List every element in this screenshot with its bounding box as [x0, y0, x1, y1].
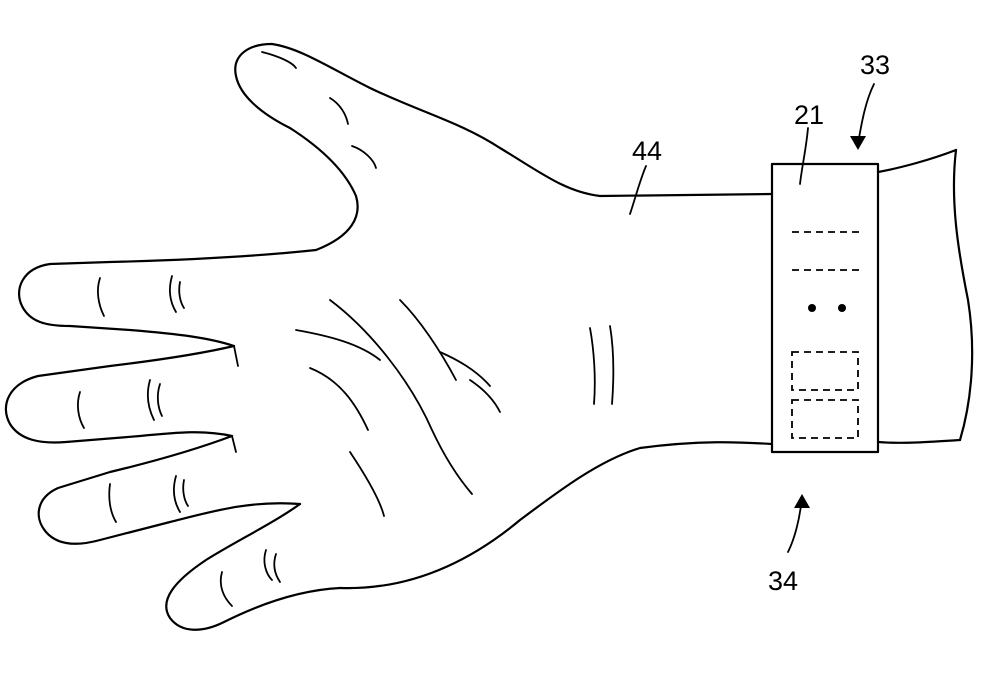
- wristband-body: [770, 162, 880, 454]
- arrow-33: [857, 83, 875, 145]
- dashed-module-box-2: [791, 399, 859, 439]
- label-33: 33: [860, 50, 890, 80]
- label-34: 34: [768, 566, 798, 596]
- arrowhead-33: [850, 136, 866, 150]
- label-44: 44: [632, 136, 662, 166]
- dashed-module-box-1: [791, 351, 859, 391]
- forearm-outline: [876, 148, 974, 444]
- hand-outline: [4, 42, 774, 631]
- indicator-dot-1: [808, 304, 816, 312]
- leader-line-21: [799, 127, 809, 185]
- arrowhead-34: [794, 494, 810, 508]
- leader-lines: [629, 83, 875, 553]
- indicator-dot-2: [838, 304, 846, 312]
- leader-line-44: [629, 165, 647, 215]
- wristband-device: [770, 162, 880, 454]
- label-21: 21: [794, 100, 824, 130]
